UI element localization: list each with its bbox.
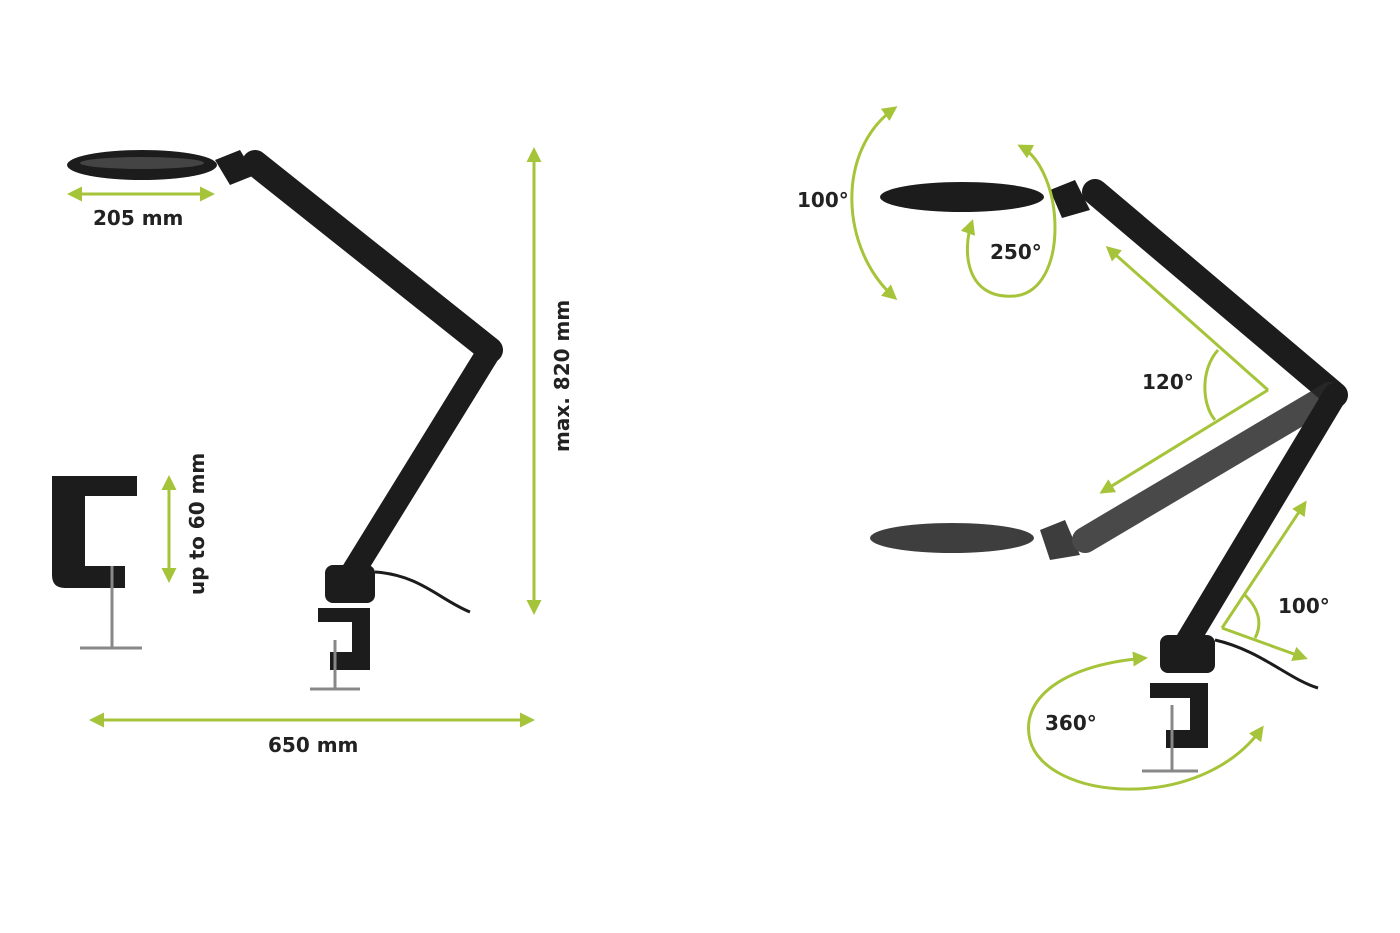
head-tilt-label: 100° <box>797 188 849 212</box>
max-height-label: max. 820 mm <box>550 299 574 452</box>
reach-label: 650 mm <box>268 733 359 757</box>
head-rotate-label: 250° <box>990 240 1042 264</box>
base-joint-label: 100° <box>1278 594 1330 618</box>
clamp-range-label: up to 60 mm <box>185 452 209 595</box>
head-diameter-label: 205 mm <box>93 206 184 230</box>
base-swivel-label: 360° <box>1045 711 1097 735</box>
clamp-detail <box>52 476 142 650</box>
dimension-lines <box>67 147 542 728</box>
lamp-left <box>67 150 503 691</box>
lamp-right <box>870 179 1348 773</box>
angle-arcs <box>850 106 1308 791</box>
arm-joint-label: 120° <box>1142 370 1194 394</box>
